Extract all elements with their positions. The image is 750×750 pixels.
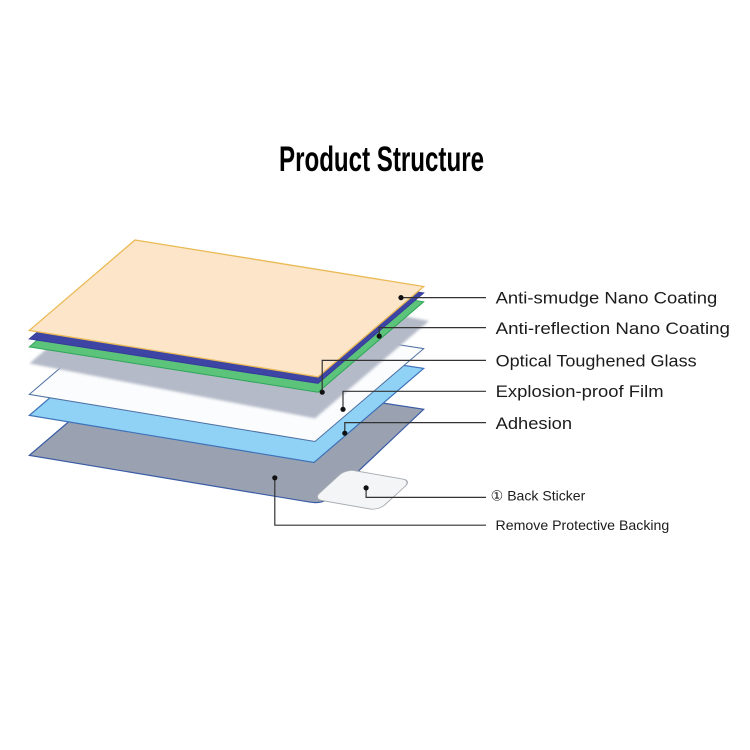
svg-text:Anti-smudge Nano Coating: Anti-smudge Nano Coating bbox=[496, 289, 718, 308]
svg-text:Anti-reflection Nano Coating: Anti-reflection Nano Coating bbox=[496, 319, 730, 338]
svg-text:Optical Toughened Glass: Optical Toughened Glass bbox=[496, 351, 697, 370]
svg-text:Adhesion: Adhesion bbox=[496, 414, 572, 433]
svg-text:Remove Protective Backing: Remove Protective Backing bbox=[496, 517, 670, 533]
svg-text:① Back Sticker: ① Back Sticker bbox=[491, 488, 586, 504]
svg-text:Product Structure: Product Structure bbox=[279, 140, 484, 179]
svg-text:Explosion-proof Film: Explosion-proof Film bbox=[496, 382, 664, 401]
